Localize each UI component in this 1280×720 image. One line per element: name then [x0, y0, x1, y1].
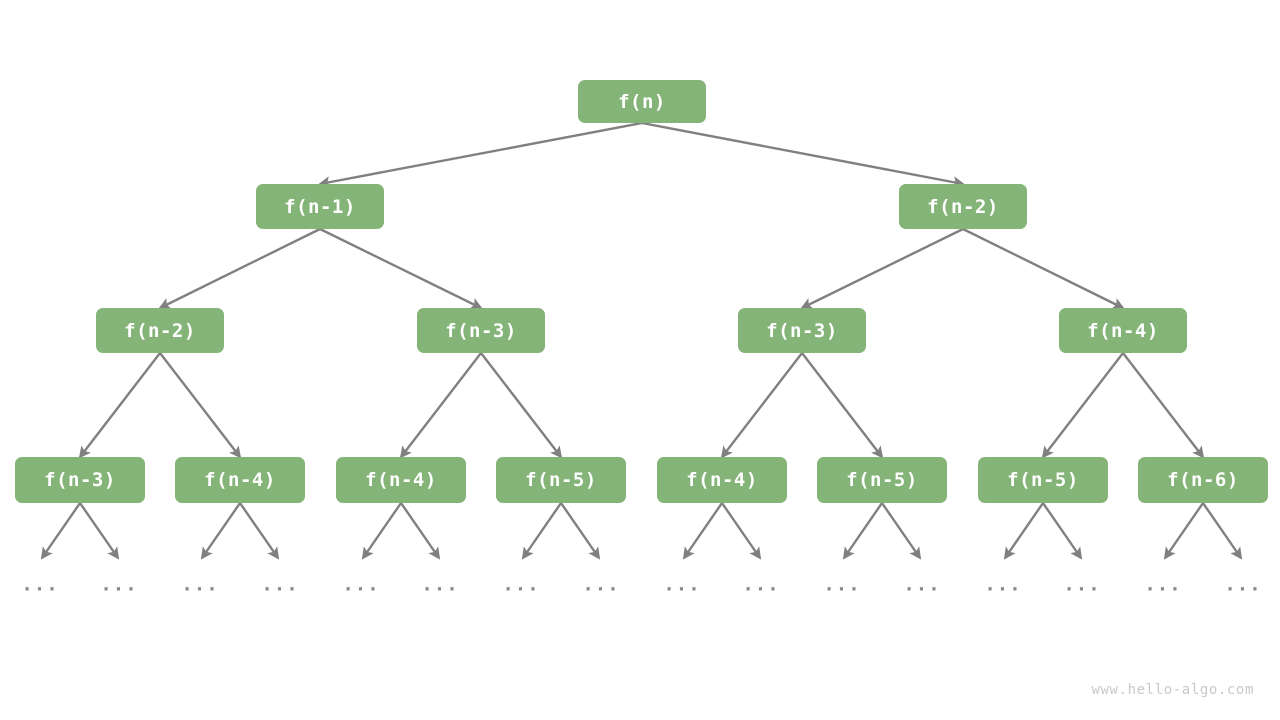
tree-edge	[682, 502, 723, 560]
ellipsis-marker: ...	[984, 573, 1022, 596]
tree-node-level-2-3[interactable]: f(n-4)	[1059, 308, 1187, 353]
ellipsis-marker: ...	[100, 573, 138, 596]
tree-edge	[40, 502, 81, 560]
ellipsis-marker: ...	[261, 573, 299, 596]
tree-edge	[399, 352, 482, 459]
tree-node-level-3-6[interactable]: f(n-5)	[978, 457, 1108, 503]
tree-edge	[881, 502, 922, 560]
tree-edge	[721, 502, 762, 560]
tree-node-level-0-0[interactable]: f(n)	[578, 80, 706, 123]
tree-edge	[480, 352, 563, 459]
tree-edge	[521, 502, 562, 560]
edges-group	[40, 121, 1243, 560]
tree-node-level-3-4[interactable]: f(n-4)	[657, 457, 787, 503]
ellipsis-marker: ...	[1144, 573, 1182, 596]
ellipsis-marker: ...	[903, 573, 941, 596]
tree-edge	[239, 502, 280, 560]
tree-node-level-3-0[interactable]: f(n-3)	[15, 457, 145, 503]
ellipsis-marker: ...	[1224, 573, 1262, 596]
tree-edge	[200, 502, 241, 560]
tree-edge	[361, 502, 402, 560]
tree-edge	[1202, 502, 1243, 560]
tree-edge	[79, 502, 120, 560]
tree-edge	[801, 352, 884, 459]
ellipsis-marker: ...	[663, 573, 701, 596]
tree-edge	[400, 502, 441, 560]
ellipsis-marker: ...	[823, 573, 861, 596]
tree-edge	[1163, 502, 1204, 560]
ellipsis-marker: ...	[1063, 573, 1101, 596]
tree-edge	[641, 121, 965, 189]
ellipsis-marker: ...	[502, 573, 540, 596]
tree-edge	[1042, 502, 1083, 560]
ellipsis-marker: ...	[342, 573, 380, 596]
tree-edge	[1122, 352, 1205, 459]
tree-node-level-3-2[interactable]: f(n-4)	[336, 457, 466, 503]
tree-edge	[159, 352, 242, 459]
ellipsis-marker: ...	[742, 573, 780, 596]
ellipsis-marker: ...	[421, 573, 459, 596]
tree-edge	[319, 227, 483, 310]
tree-edge	[1003, 502, 1044, 560]
watermark: www.hello-algo.com	[1091, 682, 1254, 698]
tree-node-level-2-0[interactable]: f(n-2)	[96, 308, 224, 353]
tree-node-level-1-0[interactable]: f(n-1)	[256, 184, 384, 229]
tree-edge	[318, 121, 643, 189]
tree-edge	[560, 502, 601, 560]
tree-node-level-3-7[interactable]: f(n-6)	[1138, 457, 1268, 503]
tree-edge	[158, 227, 321, 310]
tree-node-level-2-1[interactable]: f(n-3)	[417, 308, 545, 353]
tree-node-level-3-5[interactable]: f(n-5)	[817, 457, 947, 503]
ellipsis-marker: ...	[181, 573, 219, 596]
tree-edge	[78, 352, 161, 459]
tree-node-level-3-3[interactable]: f(n-5)	[496, 457, 626, 503]
tree-node-level-1-1[interactable]: f(n-2)	[899, 184, 1027, 229]
ellipsis-marker: ...	[582, 573, 620, 596]
tree-edge	[842, 502, 883, 560]
tree-edge	[800, 227, 964, 310]
tree-edge	[1041, 352, 1124, 459]
tree-node-level-3-1[interactable]: f(n-4)	[175, 457, 305, 503]
tree-edge	[720, 352, 803, 459]
tree-node-level-2-2[interactable]: f(n-3)	[738, 308, 866, 353]
tree-edge	[962, 227, 1125, 310]
ellipsis-marker: ...	[21, 573, 59, 596]
